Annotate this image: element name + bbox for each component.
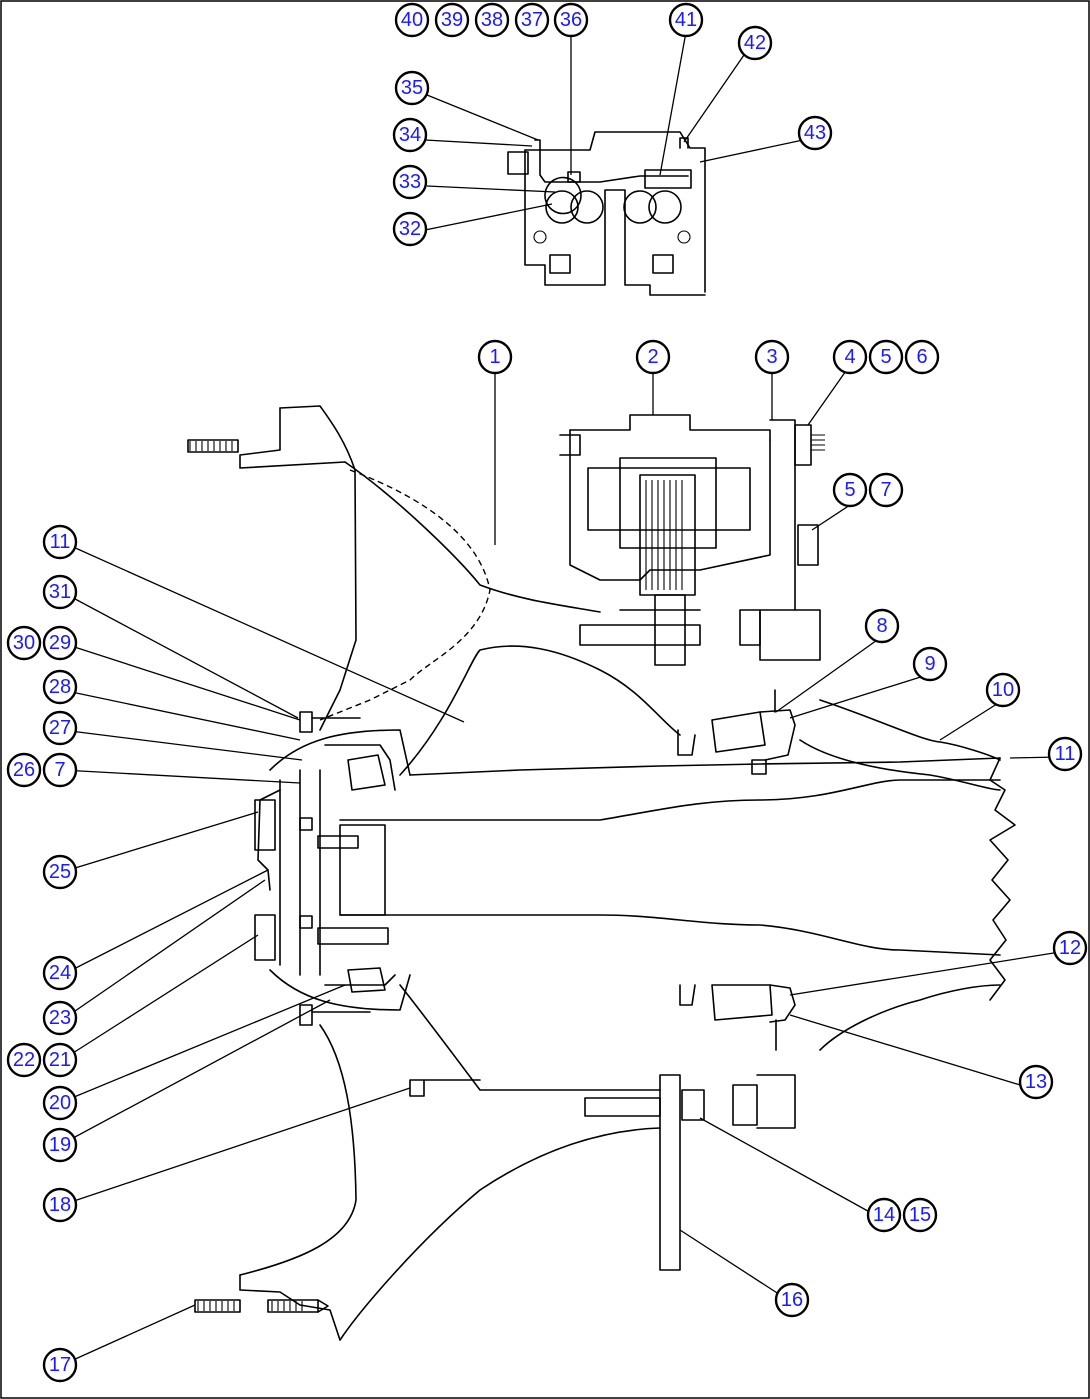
svg-text:34: 34 <box>399 124 421 146</box>
callout-40: 40 <box>394 2 430 38</box>
svg-text:20: 20 <box>49 1092 71 1114</box>
svg-text:41: 41 <box>675 9 697 31</box>
callout-24: 24 <box>42 955 78 991</box>
svg-text:25: 25 <box>49 861 71 883</box>
svg-text:7: 7 <box>54 759 65 781</box>
svg-text:29: 29 <box>49 632 71 654</box>
callout-16: 16 <box>774 1282 810 1318</box>
callout-43: 43 <box>797 115 833 151</box>
callout-13: 13 <box>1018 1064 1054 1100</box>
callout-7: 7 <box>868 472 904 508</box>
svg-text:15: 15 <box>909 1204 931 1226</box>
svg-text:42: 42 <box>744 32 766 54</box>
callout-38: 38 <box>474 2 510 38</box>
svg-text:10: 10 <box>992 679 1014 701</box>
callout-22: 22 <box>6 1042 42 1078</box>
callout-25: 25 <box>42 854 78 890</box>
callout-2: 2 <box>635 339 671 375</box>
callout-18: 18 <box>42 1187 78 1223</box>
callout-42: 42 <box>737 25 773 61</box>
svg-text:3: 3 <box>766 346 777 368</box>
svg-text:13: 13 <box>1025 1071 1047 1093</box>
svg-text:37: 37 <box>521 9 543 31</box>
callout-8: 8 <box>864 608 900 644</box>
svg-text:33: 33 <box>399 171 421 193</box>
callout-35: 35 <box>394 70 430 106</box>
svg-text:35: 35 <box>401 77 423 99</box>
svg-text:22: 22 <box>13 1049 35 1071</box>
svg-text:27: 27 <box>49 717 71 739</box>
callout-12: 12 <box>1052 930 1088 966</box>
svg-text:19: 19 <box>49 1134 71 1156</box>
svg-text:24: 24 <box>49 962 71 984</box>
main-assembly-view <box>187 405 1016 1341</box>
svg-text:5: 5 <box>880 346 891 368</box>
svg-text:16: 16 <box>781 1289 803 1311</box>
callout-19: 19 <box>42 1127 78 1163</box>
callout-11-right: 11 <box>1047 736 1083 772</box>
callout-32: 32 <box>392 211 428 247</box>
callout-7-left: 7 <box>42 752 78 788</box>
callout-5: 5 <box>868 339 904 375</box>
callout-21: 21 <box>42 1042 78 1078</box>
callout-20: 20 <box>42 1085 78 1121</box>
svg-text:32: 32 <box>399 218 421 240</box>
svg-text:1: 1 <box>489 346 500 368</box>
callout-3: 3 <box>754 339 790 375</box>
callouts: 40 39 38 37 36 41 42 43 35 34 33 32 1 2 … <box>6 2 1088 1383</box>
svg-text:21: 21 <box>49 1049 71 1071</box>
callout-31: 31 <box>42 574 78 610</box>
callout-27: 27 <box>42 710 78 746</box>
svg-text:43: 43 <box>804 122 826 144</box>
callout-37: 37 <box>514 2 550 38</box>
callout-17: 17 <box>42 1347 78 1383</box>
svg-text:28: 28 <box>49 676 71 698</box>
svg-text:7: 7 <box>880 479 891 501</box>
svg-text:36: 36 <box>560 9 582 31</box>
callout-36: 36 <box>553 2 589 38</box>
svg-text:11: 11 <box>50 531 71 553</box>
svg-text:11: 11 <box>1055 743 1076 765</box>
svg-text:2: 2 <box>647 346 658 368</box>
callout-29: 29 <box>42 625 78 661</box>
callout-6: 6 <box>904 339 940 375</box>
leader-lines <box>61 31 1061 1366</box>
callout-9: 9 <box>912 646 948 682</box>
svg-text:30: 30 <box>13 632 35 654</box>
callout-28: 28 <box>42 669 78 705</box>
callout-5b: 5 <box>832 472 868 508</box>
svg-text:8: 8 <box>876 615 887 637</box>
callout-14: 14 <box>866 1197 902 1233</box>
svg-text:18: 18 <box>49 1194 71 1216</box>
svg-text:5: 5 <box>844 479 855 501</box>
callout-23: 23 <box>42 1000 78 1036</box>
callout-39: 39 <box>434 2 470 38</box>
svg-text:17: 17 <box>49 1354 71 1376</box>
caliper-detail-view <box>507 131 706 296</box>
callout-10: 10 <box>985 672 1021 708</box>
svg-text:9: 9 <box>924 653 935 675</box>
callout-4: 4 <box>832 339 868 375</box>
callout-26: 26 <box>6 752 42 788</box>
svg-text:38: 38 <box>481 9 503 31</box>
svg-text:4: 4 <box>844 346 855 368</box>
callout-1: 1 <box>477 339 513 375</box>
svg-text:39: 39 <box>441 9 463 31</box>
svg-text:6: 6 <box>916 346 927 368</box>
svg-text:14: 14 <box>873 1204 895 1226</box>
svg-text:12: 12 <box>1059 937 1081 959</box>
svg-text:26: 26 <box>13 759 35 781</box>
svg-text:40: 40 <box>401 9 423 31</box>
callout-41: 41 <box>668 2 704 38</box>
callout-34: 34 <box>392 117 428 153</box>
svg-text:31: 31 <box>49 581 71 603</box>
callout-11-left: 11 <box>42 524 78 560</box>
callout-15: 15 <box>902 1197 938 1233</box>
svg-text:23: 23 <box>49 1007 71 1029</box>
callout-33: 33 <box>392 164 428 200</box>
callout-30: 30 <box>6 625 42 661</box>
